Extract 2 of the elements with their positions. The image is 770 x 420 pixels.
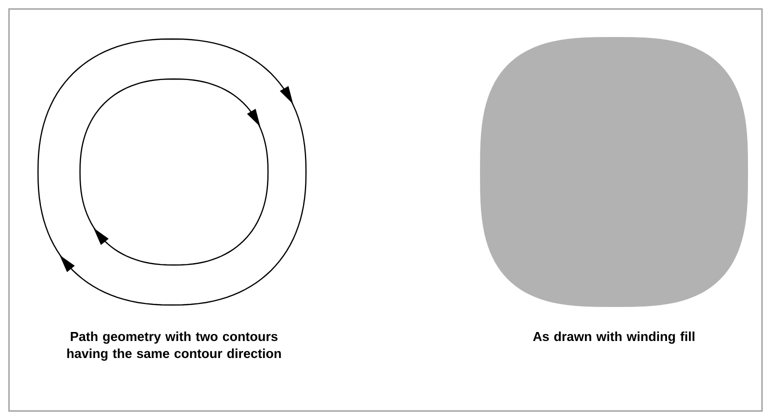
caption: As drawn with winding fill [533,332,694,344]
caption: Path geometry with two contours having the same contour direction [67,332,281,361]
